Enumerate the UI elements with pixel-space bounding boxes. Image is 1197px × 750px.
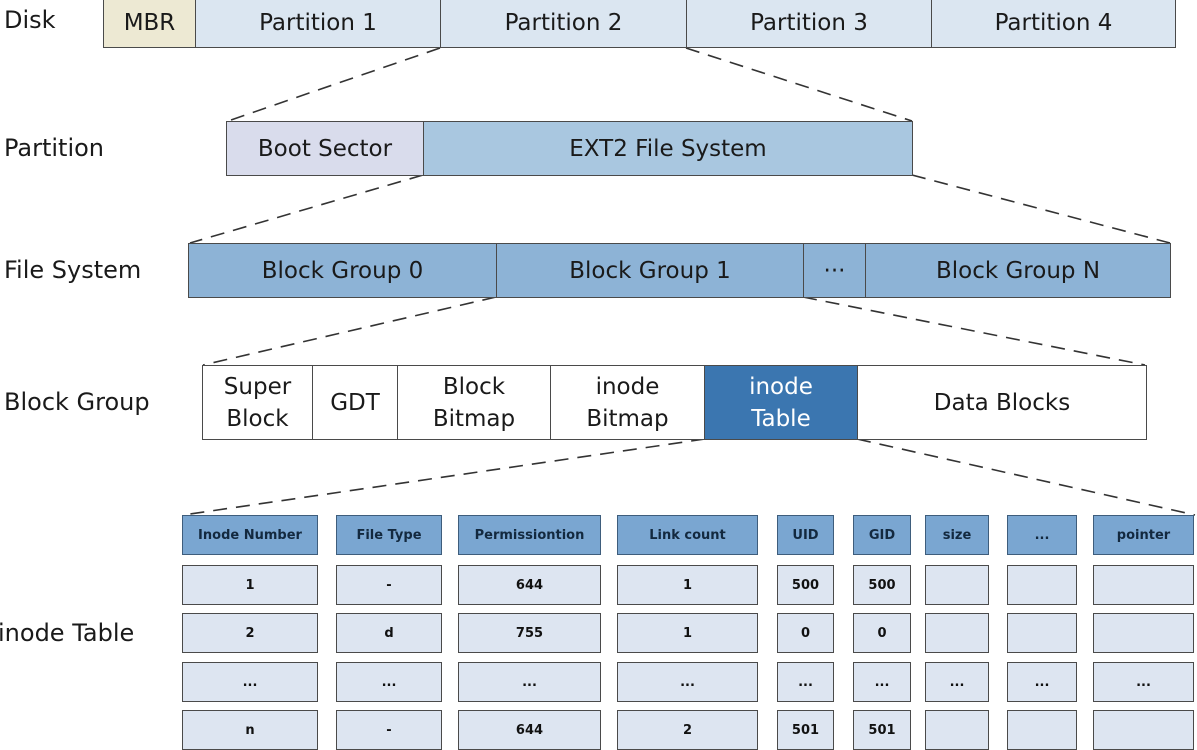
table-cell-uid: 501 <box>777 710 834 750</box>
table-cell-inode-number: 2 <box>182 613 318 653</box>
table-cell-ellipsis <box>1007 710 1077 750</box>
table-cell-permission: 644 <box>458 565 601 605</box>
table-cell-inode-number: 1 <box>182 565 318 605</box>
disk-label: Disk <box>4 6 56 34</box>
ext2-file-system-cell: EXT2 File System <box>424 121 913 176</box>
table-cell-file-type: - <box>336 565 442 605</box>
header-pointer: pointer <box>1093 515 1194 555</box>
block-bitmap-cell: Block Bitmap <box>398 365 551 440</box>
partition-label: Partition <box>4 134 105 162</box>
connector-inodetable-left <box>182 438 706 516</box>
block-group-label: Block Group <box>4 388 150 416</box>
super-block-cell: Super Block <box>202 365 313 440</box>
table-cell-pointer <box>1093 710 1194 750</box>
mbr-cell: MBR <box>103 0 196 48</box>
boot-sector-cell: Boot Sector <box>226 121 424 176</box>
block-group-0-cell: Block Group 0 <box>188 243 497 298</box>
table-cell-uid: ... <box>777 662 834 702</box>
table-cell-inode-number: ... <box>182 662 318 702</box>
table-cell-pointer <box>1093 565 1194 605</box>
header-inode-number: Inode Number <box>182 515 318 555</box>
connector-blockgroup1-left <box>202 296 497 366</box>
table-cell-ellipsis <box>1007 565 1077 605</box>
table-cell-file-type: - <box>336 710 442 750</box>
partition-1-cell: Partition 1 <box>196 0 441 48</box>
partition-4-cell: Partition 4 <box>932 0 1176 48</box>
partition-3-cell: Partition 3 <box>687 0 932 48</box>
file-system-label: File System <box>4 256 142 284</box>
table-cell-ellipsis <box>1007 613 1077 653</box>
table-cell-pointer: ... <box>1093 662 1194 702</box>
header-link-count: Link count <box>617 515 758 555</box>
table-cell-link-count: 1 <box>617 565 758 605</box>
connector-inodetable-right <box>856 438 1196 516</box>
inode-bitmap-cell: inode Bitmap <box>551 365 705 440</box>
table-cell-ellipsis: ... <box>1007 662 1077 702</box>
gdt-cell: GDT <box>313 365 398 440</box>
table-cell-inode-number: n <box>182 710 318 750</box>
header-ellipsis: ... <box>1007 515 1077 555</box>
header-size: size <box>925 515 989 555</box>
ellipsis-cell: ··· <box>804 243 866 298</box>
connector-partition2-left <box>227 47 441 122</box>
table-cell-permission: ... <box>458 662 601 702</box>
connector-blockgroup1-right <box>802 296 1146 366</box>
table-cell-size <box>925 613 989 653</box>
table-cell-uid: 0 <box>777 613 834 653</box>
table-cell-size <box>925 710 989 750</box>
connector-ext2-left <box>189 174 424 244</box>
data-blocks-cell: Data Blocks <box>858 365 1147 440</box>
table-cell-uid: 500 <box>777 565 834 605</box>
table-cell-gid: 0 <box>853 613 911 653</box>
header-gid: GID <box>853 515 911 555</box>
inode-table-label: inode Table <box>0 619 135 647</box>
header-permission: Permissiontion <box>458 515 601 555</box>
block-group-1-cell: Block Group 1 <box>497 243 804 298</box>
table-cell-pointer <box>1093 613 1194 653</box>
header-uid: UID <box>777 515 834 555</box>
table-cell-permission: 755 <box>458 613 601 653</box>
table-cell-file-type: d <box>336 613 442 653</box>
table-cell-gid: ... <box>853 662 911 702</box>
table-cell-gid: 500 <box>853 565 911 605</box>
table-cell-gid: 501 <box>853 710 911 750</box>
table-cell-link-count: 2 <box>617 710 758 750</box>
connector-partition2-right <box>685 47 913 122</box>
table-cell-link-count: 1 <box>617 613 758 653</box>
block-group-n-cell: Block Group N <box>866 243 1171 298</box>
inode-table-cell: inode Table <box>705 365 858 440</box>
partition-2-cell: Partition 2 <box>441 0 687 48</box>
table-cell-size <box>925 565 989 605</box>
table-cell-link-count: ... <box>617 662 758 702</box>
table-cell-permission: 644 <box>458 710 601 750</box>
connector-ext2-right <box>911 174 1171 244</box>
header-file-type: File Type <box>336 515 442 555</box>
table-cell-size: ... <box>925 662 989 702</box>
table-cell-file-type: ... <box>336 662 442 702</box>
